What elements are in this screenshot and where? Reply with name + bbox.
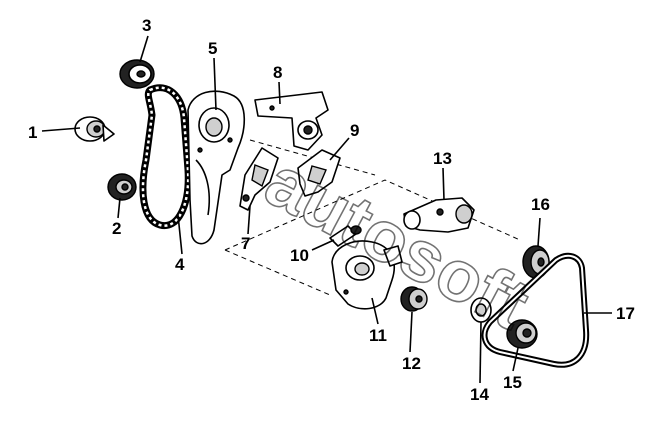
callout-13: 13 — [433, 149, 452, 168]
bracket-lower — [239, 147, 279, 211]
callout-9: 9 — [350, 121, 359, 140]
callout-numbers: 1 2 3 4 5 7 8 9 10 11 12 13 14 15 16 17 — [28, 16, 635, 404]
timing-belt — [139, 84, 192, 230]
callout-14: 14 — [470, 385, 489, 404]
bolt-fastener — [329, 225, 362, 247]
callout-4: 4 — [175, 255, 185, 274]
watermark: autosoft — [253, 141, 541, 345]
bracket-upper — [297, 149, 341, 197]
callout-8: 8 — [273, 63, 282, 82]
timing-cover — [187, 90, 246, 245]
callout-16: 16 — [531, 195, 550, 214]
mounting-bracket — [254, 91, 329, 151]
accessory-drive-belt — [481, 252, 590, 368]
leader-lines — [41, 35, 612, 384]
crank-pulley — [506, 319, 538, 349]
callout-10: 10 — [290, 246, 309, 265]
pump-pulley — [400, 286, 428, 312]
callout-11: 11 — [369, 326, 387, 345]
callout-1: 1 — [28, 123, 37, 142]
callout-12: 12 — [402, 354, 421, 373]
callout-3: 3 — [142, 16, 151, 35]
callout-17: 17 — [616, 304, 635, 323]
callout-15: 15 — [503, 373, 522, 392]
callout-5: 5 — [208, 39, 217, 58]
crankshaft-sprocket — [107, 173, 137, 201]
camshaft-sprocket — [119, 59, 155, 89]
water-pump — [331, 240, 403, 310]
tensioner-pulley — [74, 116, 115, 142]
callout-2: 2 — [112, 219, 121, 238]
callout-7: 7 — [241, 234, 250, 253]
